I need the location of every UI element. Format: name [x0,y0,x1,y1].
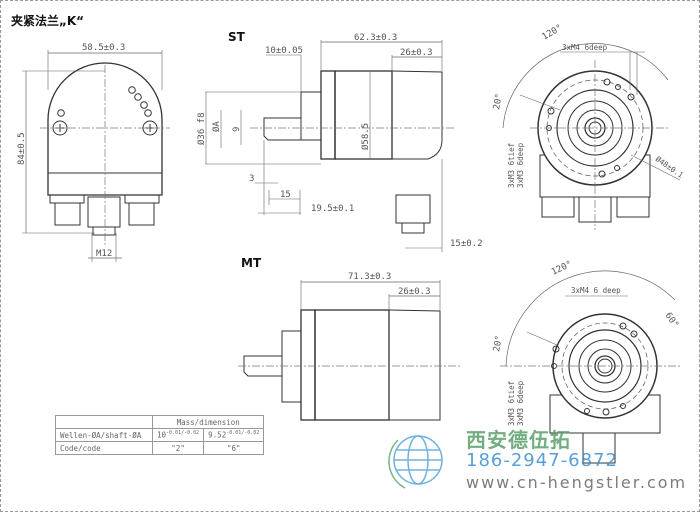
mt-angle-60: 60° [663,311,681,330]
mt-thread-side-2: 3xM3 6deep [516,380,525,426]
watermark-company: 西安德伍拓 [466,428,571,452]
mt-view-label: MT [241,256,262,270]
front-width-dim: 58.5±0.3 [82,43,125,53]
st-view-label: ST [228,30,245,44]
st-side-view [205,40,455,252]
st-thread-top: 3xM4 6deep [562,43,608,52]
mt-thread-side-1: 3xM3 6tief [507,381,516,426]
st-thread-side-1: 3xM3 6tief [507,143,516,188]
mt-end-view [500,270,680,464]
st-flange-length: 10±0.05 [265,46,303,56]
table-header: Mass/dimension [151,415,265,429]
st-end-view [502,43,681,230]
shaft-tol-10: -0.01/-0.02 [166,430,200,437]
st-bolt-circle: Ø48±0.1 [654,154,685,180]
code-value-2: "2" [151,441,205,455]
st-thread-side-2: 3xM3 6deep [516,142,525,188]
table-row-label: Code/code [55,441,153,455]
table-row-label: Wellen-ØA/shaft-ØA [55,428,153,442]
st-connector-offset: 15±0.2 [450,239,483,249]
st-body-diameter: Ø58.5 [360,123,371,150]
front-height-dim: 84±0.5 [17,132,27,165]
code-value-6: "6" [203,441,265,455]
table-row: Code/code "2" "6" [55,441,265,455]
front-view [22,50,170,262]
st-flange-diameter: Ø36 f8 [196,112,207,145]
shaft-value-10: 10 [157,430,167,440]
shaft-value-952: 9.52 [208,430,227,440]
st-angle-20: 20° [492,93,505,111]
st-dim-3: 3 [249,174,254,184]
mt-overall-length: 71.3±0.3 [348,272,391,282]
front-connector-dim: M12 [96,249,112,259]
st-rear-length: 26±0.3 [400,48,433,58]
mt-rear-length: 26±0.3 [398,287,431,297]
mt-angle-20: 20° [492,335,505,353]
watermark-phone: 186-2947-6872 [466,450,618,471]
watermark-globe-icon [388,435,443,489]
dimension-table: Mass/dimension Wellen-ØA/shaft-ØA 10-0.0… [55,415,265,455]
table-row: Wellen-ØA/shaft-ØA 10-0.01/-0.02 9.52-0.… [55,428,265,442]
st-shaft-flat: 9 [232,127,242,132]
mt-side-view [238,280,460,421]
st-overall-length: 62.3±0.3 [354,33,397,43]
st-dim-15: 15 [280,190,291,200]
st-shaft-length: 19.5±0.1 [311,204,354,214]
st-shaft-diameter: ØA [211,121,222,132]
mt-thread-top: 3xM4 6 deep [571,286,621,295]
mt-angle-120: 120° [550,259,574,277]
shaft-tol-952: -0.01/-0.02 [226,430,260,437]
watermark-url: www.cn-hengstler.com [466,473,688,492]
drawing-title: 夹紧法兰„K“ [11,14,85,28]
st-angle-120: 120° [541,23,565,43]
